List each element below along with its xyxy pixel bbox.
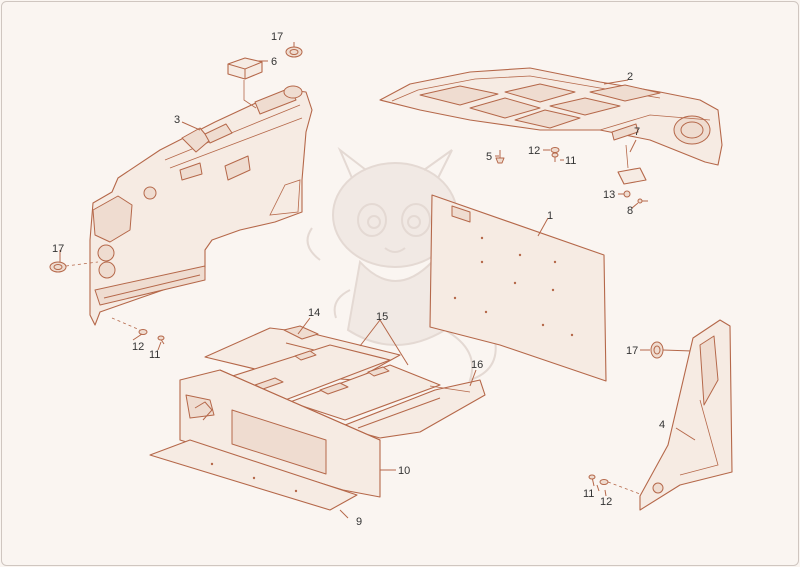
callout-12-right: 12 xyxy=(600,496,612,508)
callout-8: 8 xyxy=(627,205,633,217)
callout-2: 2 xyxy=(627,71,633,83)
callout-9: 9 xyxy=(356,516,362,528)
floor-board-part-16 xyxy=(339,379,486,439)
screw-part-13 xyxy=(623,190,631,198)
callout-labels: 1 2 3 4 5 6 7 8 9 10 11 11 11 12 12 12 1… xyxy=(52,31,665,528)
left-side-panel-part-3 xyxy=(89,85,313,326)
callout-6: 6 xyxy=(271,56,277,68)
bolt-part-11-right xyxy=(588,474,596,487)
callout-1: 1 xyxy=(547,210,553,222)
washer-part-12-right xyxy=(599,479,641,495)
shelf-panel-part-2 xyxy=(379,67,723,166)
grommet-part-17-top xyxy=(285,46,303,58)
bolt-part-11-top xyxy=(551,152,559,162)
floor-panels-part-15 xyxy=(219,344,441,421)
grommet-part-17-left xyxy=(49,261,99,273)
callout-7: 7 xyxy=(634,126,640,138)
callout-12-top: 12 xyxy=(528,145,540,157)
callout-13: 13 xyxy=(603,189,615,201)
callout-11-top: 11 xyxy=(565,155,576,167)
cover-part-7 xyxy=(617,144,647,185)
bolt-part-11-left xyxy=(157,335,165,345)
callout-5: 5 xyxy=(486,151,492,163)
callout-4: 4 xyxy=(659,419,665,431)
callout-11-left: 11 xyxy=(149,349,160,361)
screw-part-5 xyxy=(495,150,505,164)
pin-part-8 xyxy=(637,198,648,204)
base-tray-part-10 xyxy=(179,369,381,498)
callout-17-left: 17 xyxy=(52,243,64,255)
callout-15: 15 xyxy=(376,311,388,323)
callout-16: 16 xyxy=(471,359,483,371)
bracket-part-6 xyxy=(227,57,263,109)
callout-11-right: 11 xyxy=(583,488,594,500)
washer-part-12-top xyxy=(550,147,560,153)
callout-3: 3 xyxy=(174,114,180,126)
callout-17-right: 17 xyxy=(626,345,638,357)
callout-14: 14 xyxy=(308,307,320,319)
mascot-watermark xyxy=(306,146,497,382)
floor-mat-part-9 xyxy=(149,439,358,511)
right-side-panel-part-4 xyxy=(639,319,733,511)
callout-10: 10 xyxy=(398,465,410,477)
rear-board-part-1 xyxy=(429,194,607,382)
callout-12-left: 12 xyxy=(132,341,144,353)
callout-17-top: 17 xyxy=(271,31,283,43)
leader-lines xyxy=(59,42,696,519)
grommet-part-17-right xyxy=(650,341,693,359)
washer-part-12-left xyxy=(111,317,148,335)
